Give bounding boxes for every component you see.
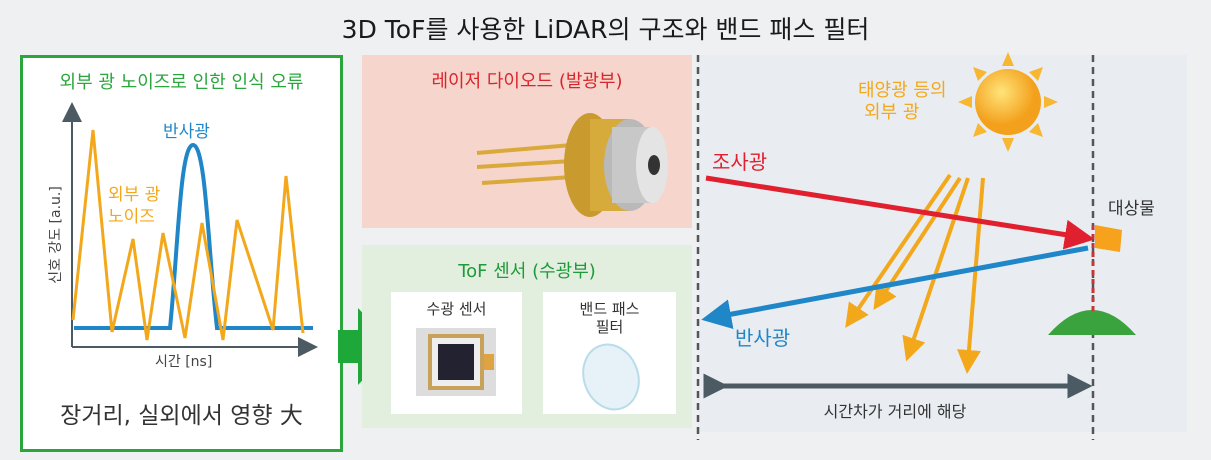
filter-label-line2: 필터 — [595, 318, 624, 336]
band-pass-filter-icon — [582, 343, 640, 411]
light-sensor-chip-icon — [416, 328, 496, 396]
panel-title: 외부 광 노이즈로 인한 인식 오류 — [59, 72, 304, 93]
reflected-light-label: 반사광 — [735, 326, 791, 350]
sensor-label: 수광 센서 — [426, 300, 487, 318]
target-label: 대상물 — [1108, 199, 1155, 219]
tof-sensor-panel: ToF 센서 (수광부) 수광 센서 밴드 패스 필터 — [362, 245, 692, 428]
sun-icon — [958, 52, 1058, 152]
emitted-light-label: 조사광 — [712, 150, 768, 174]
x-axis-label: 시간 [ns] — [155, 354, 213, 370]
noise-legend-line2: 노이즈 — [108, 207, 155, 227]
laser-title: 레이저 다이오드 (발광부) — [431, 71, 623, 92]
target-flag-icon — [1048, 225, 1136, 335]
filter-card: 밴드 패스 필터 — [543, 292, 676, 414]
reflected-signal-line — [74, 142, 313, 330]
tof-title: ToF 센서 (수광부) — [458, 261, 596, 282]
laser-diode-panel: 레이저 다이오드 (발광부) — [362, 55, 692, 228]
reflected-light-arrow — [701, 245, 1089, 330]
sunlight-label-line2: 외부 광 — [864, 102, 920, 123]
noise-signal-line — [71, 129, 305, 341]
sunlight-label-line1: 태양광 등의 — [858, 80, 947, 101]
noise-legend-line1: 외부 광 — [108, 185, 161, 205]
signal-graph — [62, 102, 318, 357]
time-difference-label: 시간차가 거리에 해당 — [823, 402, 967, 421]
diagram-title: 3D ToF를 사용한 LiDAR의 구조와 밴드 패스 필터 — [341, 15, 870, 44]
filter-label-line1: 밴드 패스 — [579, 300, 640, 318]
emitted-light-arrow — [705, 175, 1095, 250]
sensor-card: 수광 센서 — [391, 292, 522, 414]
reflected-legend: 반사광 — [163, 122, 210, 142]
laser-diode-icon — [476, 113, 668, 217]
panel-caption: 장거리, 실외에서 영향 大 — [60, 403, 303, 429]
